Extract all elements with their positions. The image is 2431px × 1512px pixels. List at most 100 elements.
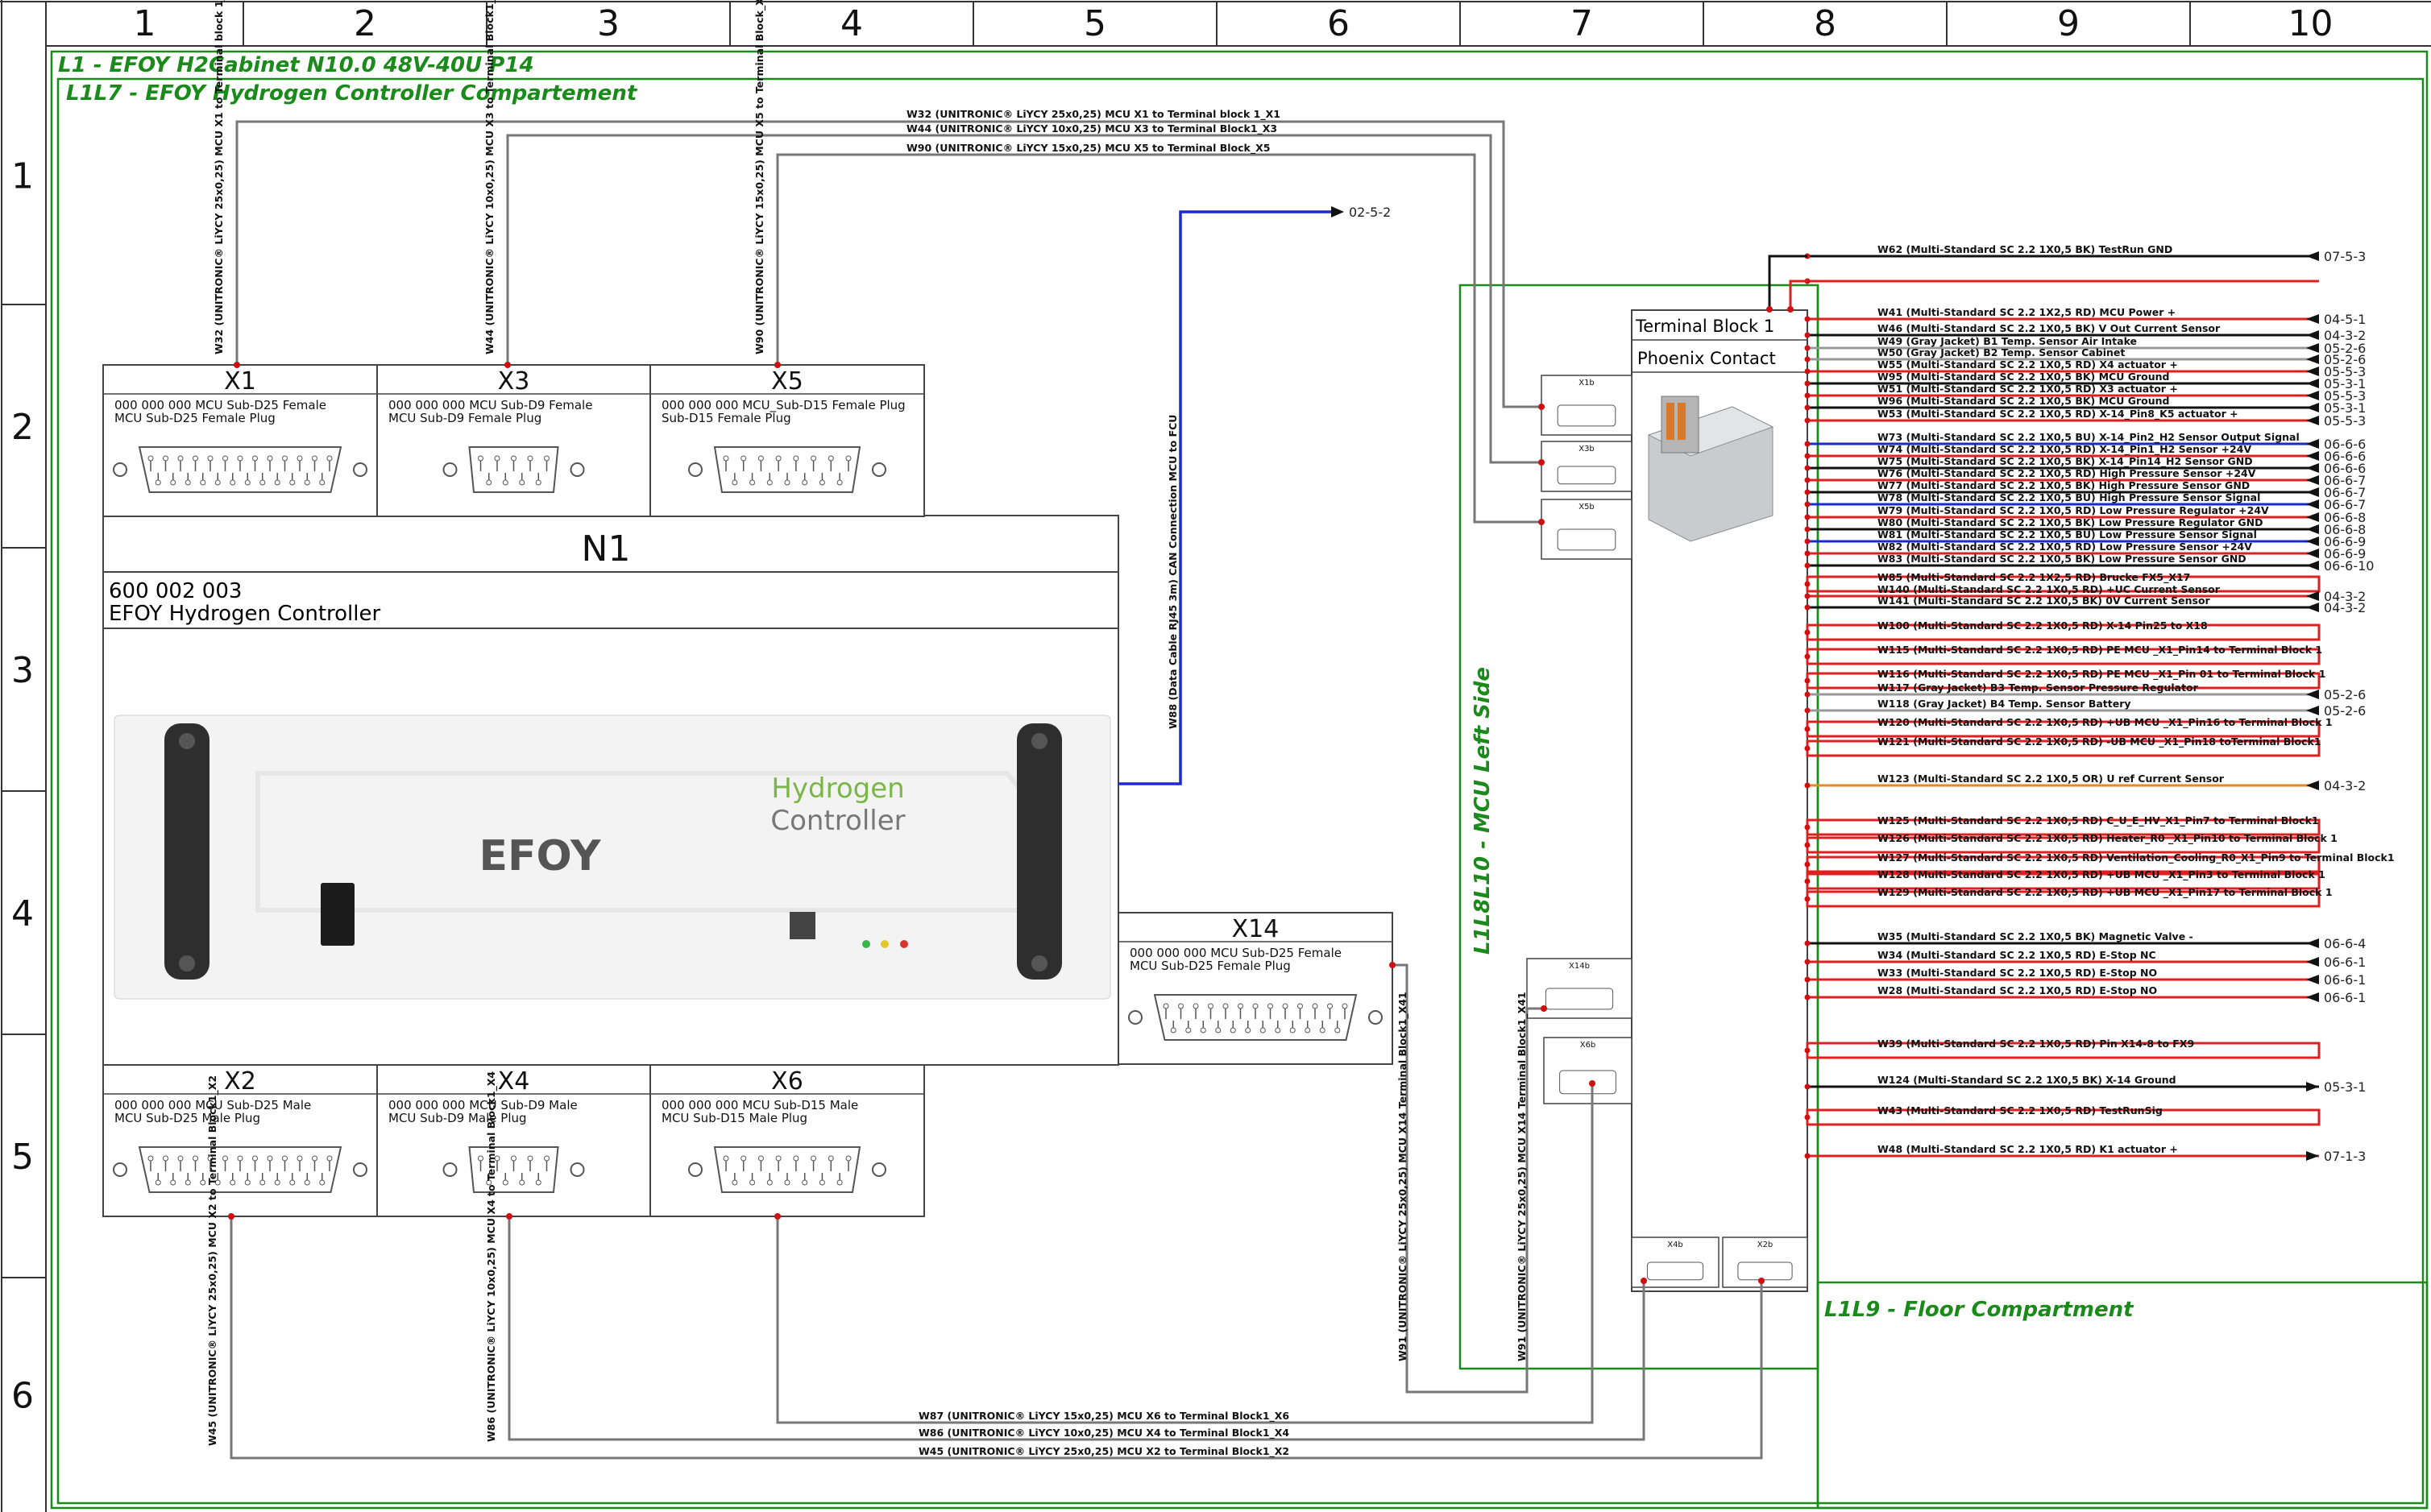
dsub-pin-head [1275,1027,1281,1034]
dsub-pin-head [200,1179,206,1186]
device-description: EFOY Hydrogen Controller [109,602,380,626]
wire-arrow-in [2306,354,2319,364]
wire-label: W118 (Gray Jacket) B4 Temp. Sensor Batte… [1877,698,2131,710]
wire-junction [1804,453,1811,459]
connector-line1: 000 000 000 MCU Sub-D25 Male [114,1098,311,1112]
cable-routes [230,120,1763,1460]
wire-ref: 06-6-8 [2324,510,2366,525]
grid-row-label: 1 [11,156,34,197]
zone-l1l7-label: L1L7 - EFOY Hydrogen Controller Comparte… [66,81,638,106]
connector-tag: X1 [224,367,256,396]
route-w91 [1392,963,1544,1394]
connector-line2: MCU Sub-D9 Female Plug [388,411,541,425]
wire-32: W121 (Multi-Standard SC 2.2 1X0,5 RD) -U… [1804,735,2321,757]
dsub-pin-head [1282,1003,1288,1009]
wire-ref: 06-6-7 [2324,473,2366,488]
dsub-pin-head [811,455,817,462]
wire-arrow-in [2306,475,2319,485]
dsub-pin-head [811,1155,817,1162]
dsub-pin-head [802,1179,808,1186]
dsub-pin-head [775,1155,782,1162]
dsub-pin-head [1178,1003,1184,1009]
dsub-pin-head [819,1179,825,1186]
wire-ref: 06-6-6 [2324,437,2366,452]
handle-left [164,723,209,980]
dsub-pin-head [494,455,500,462]
dsub-pin-head [147,455,154,462]
wire-junction [1804,959,1811,965]
v-label-w88: W88 (Data Cable RJ45 3m) CAN Connection … [1167,415,1179,729]
dsub-pin-head [274,1179,280,1186]
connector-line1: 000 000 000 MCU Sub-D15 Male [662,1098,858,1112]
dsub-pin-head [845,455,852,462]
top-cable-label: W90 (UNITRONIC® LiYCY 15x0,25) MCU X5 to… [906,142,1270,155]
wire-11: W53 (Multi-Standard SC 2.2 1X0,5 RD) X-1… [1804,408,2366,429]
route-w86 [508,1216,1645,1441]
wire-label: W141 (Multi-Standard SC 2.2 1X0,5 BK) 0V… [1877,594,2211,607]
wire-junction [1804,940,1811,947]
dsub-screw [353,462,367,477]
dsub-pin-head [230,1179,236,1186]
dsub-pin-head [732,1179,738,1186]
dsub-pin-head [297,1155,303,1162]
grid-column-label: 2 [354,3,376,44]
dsub-pin-head [757,1155,764,1162]
zone-l1l8l10-label: L1L8L10 - MCU Left Side [1471,667,1495,955]
wire-ref: 04-3-2 [2324,600,2366,615]
dsub-pin-head [304,479,310,486]
wire-ref: 05-5-3 [2324,413,2366,429]
wire-arrow-in [2306,603,2319,612]
wire-label: W82 (Multi-Standard SC 2.2 1X0,5 RD) Low… [1877,541,2252,553]
photo-label-1: Hydrogen [771,773,904,805]
wire-junction [1804,629,1811,636]
grid-row-label: 4 [11,893,34,934]
wire-26: W100 (Multi-Standard SC 2.2 1X0,5 RD) X-… [1804,619,2321,641]
dsub-pin-head [193,455,198,462]
sub-connector-tag: X5b [1578,503,1595,512]
bottom-cable-label: W45 (UNITRONIC® LiYCY 25x0,25) MCU X2 to… [919,1445,1289,1458]
grid-column-label: 6 [1327,3,1350,44]
wire-junction [1804,1047,1811,1054]
connector-line2: Sub-D15 Female Plug [662,411,791,425]
wire-label: W73 (Multi-Standard SC 2.2 1X0,5 BU) X-1… [1877,431,2300,444]
wire-arrow-in [2306,992,2319,1002]
terminal-block-title: Terminal Block 1 [1635,317,1774,336]
connector-tag: X4 [498,1067,530,1096]
dsub-pin-head [535,479,541,486]
grid-row-label: 3 [11,650,34,691]
wire-label: W121 (Multi-Standard SC 2.2 1X0,5 RD) -U… [1877,735,2321,748]
wire-31: W120 (Multi-Standard SC 2.2 1X0,5 RD) +U… [1804,716,2333,738]
dsub-pin-head [723,1155,729,1162]
connector-line1: 000 000 000 MCU Sub-D25 Female [114,398,326,412]
grid-column-label: 8 [1814,3,1836,44]
wire-junction [1804,501,1811,507]
dsub-pin-head [163,455,168,462]
zone-l1l9-label: L1L9 - Floor Compartment [1824,1298,2134,1322]
wire-29: W117 (Gray Jacket) B3 Temp. Sensor Press… [1804,681,2366,702]
route-junctions [228,362,1765,1284]
sub-connector-dsub [1737,1261,1793,1281]
dsub-pin-head [237,455,243,462]
top-cable-label: W32 (UNITRONIC® LiYCY 25x0,25) MCU X1 to… [906,108,1280,121]
wire-label: W126 (Multi-Standard SC 2.2 1X0,5 RD) He… [1877,832,2338,845]
dsub-pin-head [237,1155,243,1162]
wire-4: W46 (Multi-Standard SC 2.2 1X0,5 BK) V O… [1804,322,2366,343]
dsub-pin-head [147,1155,154,1162]
wire-junction [1804,994,1811,1000]
grid-column-label: 3 [597,3,620,44]
wire-label: W77 (Multi-Standard SC 2.2 1X0,5 BK) Hig… [1877,479,2250,491]
dsub-pin-head [274,479,280,486]
dsub-pin-head [244,1179,251,1186]
wire-junction [1804,368,1811,375]
wire-21: W82 (Multi-Standard SC 2.2 1X0,5 RD) Low… [1804,541,2366,561]
wire-arrow-in [2306,499,2319,509]
grid-column-label: 4 [840,3,863,44]
v-label-w90: W90 (UNITRONIC® LiYCY 15x0,25) MCU X5 to… [753,0,766,354]
wire-label: W117 (Gray Jacket) B3 Temp. Sensor Press… [1877,681,2199,694]
wire-35: W126 (Multi-Standard SC 2.2 1X0,5 RD) He… [1804,832,2338,854]
wire-arrow-in [2306,314,2319,324]
